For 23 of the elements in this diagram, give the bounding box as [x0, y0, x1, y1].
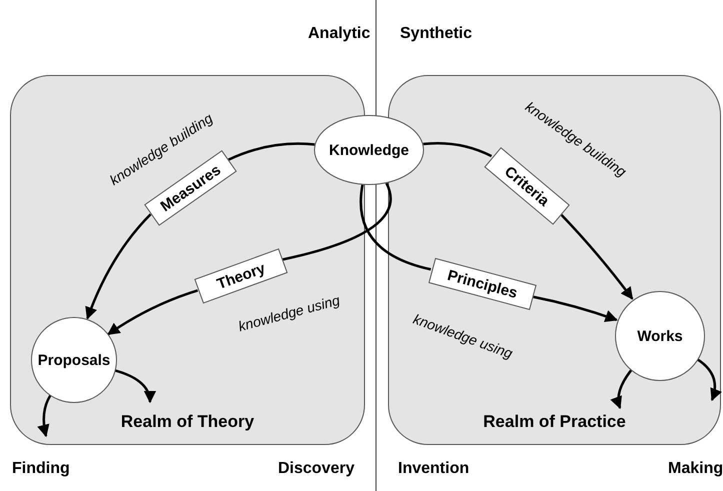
axis-label: Analytic: [308, 25, 370, 43]
arrow: [560, 213, 634, 300]
connector-line: [282, 182, 392, 261]
arrow: [37, 394, 52, 438]
arrow: [114, 369, 156, 404]
axis-label: Finding: [12, 460, 70, 478]
arrow: [107, 289, 198, 336]
label-box: Theory: [194, 248, 288, 304]
connector-line: [228, 142, 315, 161]
arrow: [85, 213, 152, 320]
axis-label: Synthetic: [400, 25, 472, 43]
panel-title: Realm of Theory: [120, 412, 254, 432]
concept-circle: Works: [615, 291, 705, 381]
panel-title: Realm of Practice: [483, 412, 626, 432]
axis-label: Discovery: [278, 460, 354, 478]
concept-circle: Proposals: [31, 317, 117, 403]
axis-label: Invention: [398, 460, 470, 478]
connector-line: [423, 142, 492, 158]
arrow: [532, 295, 618, 322]
connector-line: [360, 184, 432, 271]
arrow: [696, 358, 722, 402]
arrow: [610, 370, 632, 410]
axis-label: Making: [668, 460, 723, 478]
